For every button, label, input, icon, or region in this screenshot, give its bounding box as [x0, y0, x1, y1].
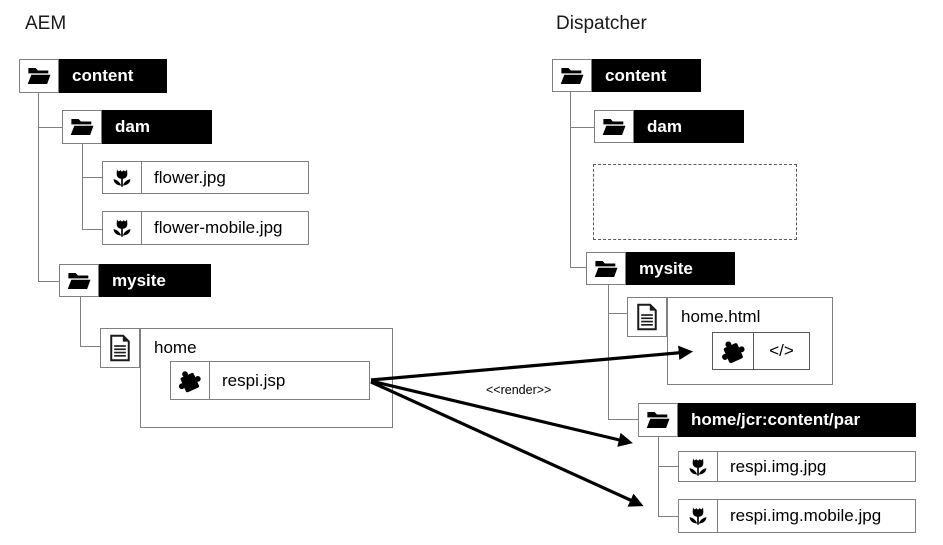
node-dispatcher-jcr-content-par: home/jcr:content/par: [638, 403, 916, 437]
image-icon: [102, 161, 142, 194]
image-icon: [678, 499, 718, 533]
tree-connector: [608, 285, 609, 419]
component-icon: [170, 361, 210, 400]
node-label-respi-img-mobile-jpg: respi.img.mobile.jpg: [718, 499, 916, 533]
tree-connector: [38, 93, 39, 281]
node-dispatcher-respi-img-mobile-jpg: respi.img.mobile.jpg: [678, 499, 916, 533]
node-label-respi-img-jpg: respi.img.jpg: [718, 451, 916, 482]
render-arrow-to-home-html: [370, 345, 694, 382]
node-dispatcher-content: content: [552, 59, 701, 92]
empty-cache-placeholder-box: [593, 164, 797, 240]
node-label-flower-jpg: flower.jpg: [142, 161, 309, 194]
node-label-dam: dam: [634, 110, 744, 143]
image-icon: [102, 211, 142, 245]
tree-connector: [80, 297, 81, 346]
tree-connector: [38, 127, 62, 128]
document-icon: [100, 328, 140, 368]
tree-connector: [658, 437, 659, 516]
tree-connector: [658, 516, 678, 517]
folder-open-icon: [552, 59, 592, 92]
node-aem-mysite: mysite: [59, 264, 211, 297]
code-icon: </>: [754, 332, 810, 370]
folder-open-icon: [19, 59, 59, 93]
tree-connector: [608, 313, 627, 314]
tree-connector: [80, 346, 100, 347]
render-stereotype-label: <<render>>: [486, 383, 552, 397]
tree-connector: [658, 466, 678, 467]
document-icon: [627, 297, 667, 337]
folder-open-icon: [594, 110, 634, 143]
tree-connector: [570, 127, 594, 128]
node-label-mysite: mysite: [99, 264, 211, 297]
tree-connector: [82, 229, 102, 230]
node-label-content: content: [592, 59, 701, 92]
tree-connector: [570, 267, 586, 268]
node-label-home: home: [154, 338, 197, 357]
tree-connector: [82, 144, 83, 229]
folder-open-icon: [62, 110, 102, 144]
node-label-dam: dam: [102, 110, 212, 144]
folder-open-icon: [638, 403, 678, 437]
node-aem-content: content: [19, 59, 167, 93]
component-icon: [712, 332, 754, 370]
render-arrow-to-mobile-img: [370, 380, 644, 507]
aem-section-title: AEM: [25, 13, 67, 34]
node-label-content: content: [59, 59, 167, 93]
tree-connector: [570, 92, 571, 267]
node-label-home-html: home.html: [681, 307, 761, 326]
tree-connector: [608, 419, 638, 420]
tree-connector: [38, 281, 59, 282]
node-aem-flower-mobile-jpg: flower-mobile.jpg: [102, 211, 309, 245]
folder-open-icon: [586, 252, 626, 285]
node-dispatcher-embedded-component: </>: [712, 332, 810, 370]
image-icon: [678, 451, 718, 482]
dispatcher-section-title: Dispatcher: [556, 13, 647, 34]
node-aem-respi-jsp: respi.jsp: [170, 361, 370, 400]
tree-connector: [82, 177, 102, 178]
node-label-flower-mobile-jpg: flower-mobile.jpg: [142, 211, 309, 245]
node-dispatcher-mysite: mysite: [586, 252, 735, 285]
node-label-respi-jsp: respi.jsp: [210, 361, 370, 400]
node-aem-flower-jpg: flower.jpg: [102, 161, 309, 194]
node-dispatcher-dam: dam: [594, 110, 744, 143]
node-dispatcher-respi-img-jpg: respi.img.jpg: [678, 451, 916, 482]
folder-open-icon: [59, 264, 99, 297]
node-label-jcr-content-par: home/jcr:content/par: [678, 403, 916, 437]
node-aem-dam: dam: [62, 110, 212, 144]
node-label-mysite: mysite: [626, 252, 735, 285]
